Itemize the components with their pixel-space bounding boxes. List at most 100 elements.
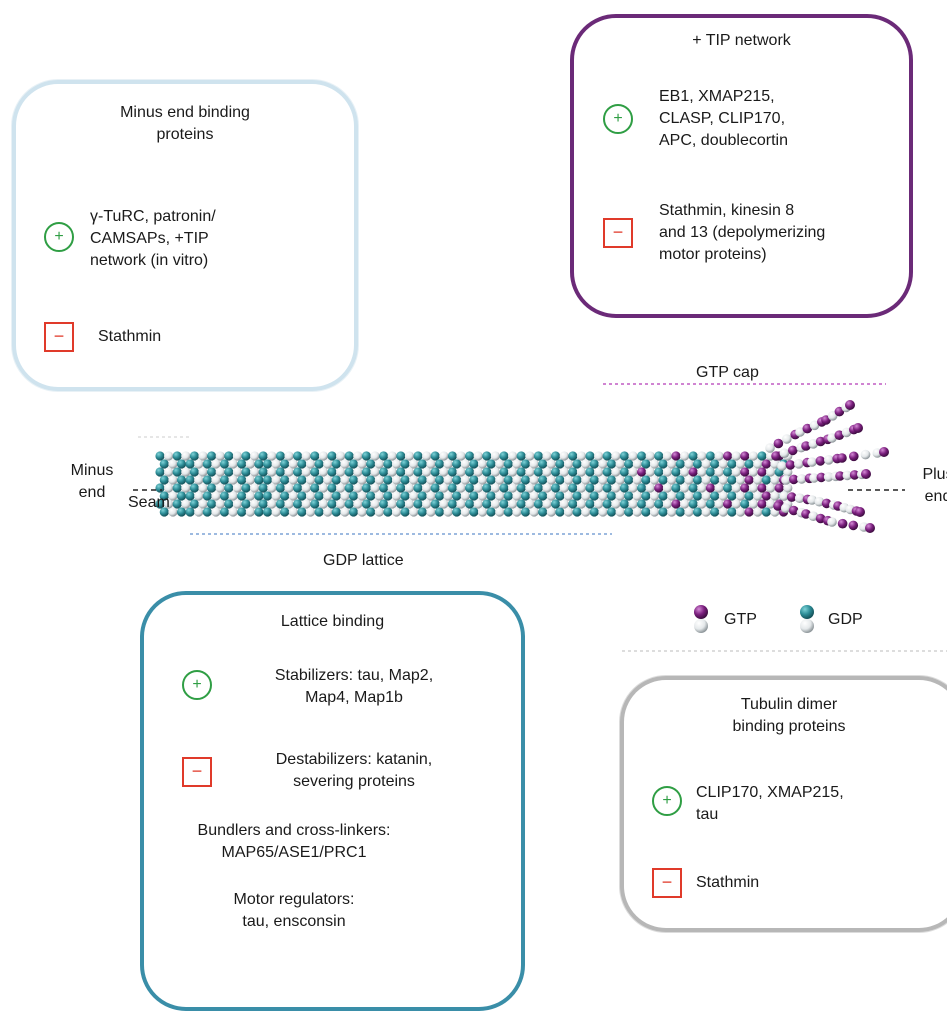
tubulin-subunit bbox=[688, 483, 698, 493]
tubulin-subunit bbox=[753, 507, 763, 517]
tubulin-subunit bbox=[671, 483, 681, 493]
tubulin-subunit bbox=[271, 491, 281, 501]
tubulin-subunit bbox=[572, 491, 582, 501]
tubulin-subunit bbox=[482, 467, 492, 477]
tubulin-subunit bbox=[422, 451, 432, 461]
tubulin-subunit bbox=[198, 451, 208, 461]
tubulin-subunit bbox=[619, 499, 630, 509]
tubulin-subunit bbox=[194, 491, 204, 501]
tubulin-subunit bbox=[589, 475, 599, 485]
gtp-legend-label: GTP bbox=[724, 611, 757, 628]
tubulin-subunit bbox=[675, 491, 685, 501]
tubulin-subunit bbox=[353, 499, 363, 509]
tubulin-subunit bbox=[667, 491, 677, 501]
tubulin-subunit bbox=[391, 507, 402, 517]
tubulin-subunit bbox=[503, 475, 513, 485]
tubulin-subunit bbox=[258, 483, 268, 493]
tubulin-subunit bbox=[602, 451, 612, 461]
tubulin-subunit bbox=[499, 483, 509, 493]
tubulin-subunit bbox=[701, 475, 711, 485]
tubulin-subunit bbox=[215, 467, 225, 477]
tubulin-subunit bbox=[323, 459, 333, 469]
tubulin-subunit bbox=[538, 491, 548, 501]
tubulin-subunit bbox=[413, 467, 423, 477]
tubulin-subunit bbox=[598, 507, 608, 517]
tubulin-subunit bbox=[439, 451, 449, 461]
tubulin-subunit bbox=[185, 491, 195, 501]
tubulin-subunit bbox=[802, 423, 813, 434]
tubulin-subunit bbox=[688, 467, 698, 477]
tubulin-subunit bbox=[211, 475, 221, 485]
tubulin-subunit bbox=[740, 467, 750, 477]
tubulin-subunit bbox=[551, 499, 561, 509]
minus-sign-icon: − bbox=[603, 218, 633, 248]
tubulin-subunit bbox=[275, 483, 285, 493]
tubulin-subunit bbox=[766, 499, 776, 509]
tubulin-subunit bbox=[305, 459, 316, 469]
tubulin-subunit bbox=[185, 459, 195, 469]
tubulin-subunit bbox=[215, 499, 225, 509]
tubulin-subunit bbox=[426, 491, 436, 501]
tubulin-subunit bbox=[155, 499, 165, 509]
tubulin-subunit bbox=[159, 459, 169, 469]
tubulin-subunit bbox=[327, 499, 337, 509]
lattice-binding-box: Lattice binding + Stabilizers: tau, Map2… bbox=[140, 591, 525, 1011]
tubulin-subunit bbox=[555, 475, 565, 485]
tubulin-subunit bbox=[189, 483, 199, 493]
tubulin-subunit bbox=[155, 451, 165, 461]
tubulin-subunit bbox=[680, 483, 690, 493]
tubulin-subunit bbox=[801, 509, 811, 519]
tubulin-subunit bbox=[417, 507, 427, 517]
tubulin-subunit bbox=[434, 507, 445, 517]
tubulin-subunit bbox=[748, 483, 759, 493]
tubulin-subunit bbox=[855, 507, 865, 517]
tubulin-subunit bbox=[348, 459, 359, 469]
tubulin-subunit bbox=[327, 483, 337, 493]
tubulin-subunit bbox=[379, 451, 389, 461]
tubulin-subunit bbox=[555, 459, 565, 469]
tubulin-subunit bbox=[808, 511, 819, 521]
tubulin-subunit bbox=[366, 459, 376, 469]
tubulin-subunit bbox=[469, 459, 479, 469]
tubulin-subunit bbox=[422, 499, 432, 509]
tubulin-subunit bbox=[533, 467, 544, 477]
tubulin-subunit bbox=[821, 498, 832, 509]
tubulin-subunit bbox=[705, 451, 716, 461]
tubulin-subunit bbox=[477, 475, 488, 485]
tubulin-subunit bbox=[581, 507, 591, 517]
tubulin-subunit bbox=[361, 467, 371, 477]
tubulin-subunit bbox=[594, 467, 604, 477]
tubulin-subunit bbox=[714, 499, 724, 509]
tubulin-subunit bbox=[194, 507, 204, 517]
tubulin-subunit bbox=[727, 491, 737, 501]
tubulin-subunit bbox=[842, 470, 853, 481]
tubulin-subunit bbox=[766, 467, 776, 477]
minus-end-stabilizers-text: γ-TuRC, patronin/ CAMSAPs, +TIP network … bbox=[90, 208, 216, 269]
tubulin-subunit bbox=[781, 503, 791, 513]
tubulin-subunit bbox=[486, 507, 496, 517]
tubulin-subunit bbox=[288, 459, 298, 469]
tubulin-subunit bbox=[581, 491, 591, 501]
tubulin-subunit bbox=[740, 451, 750, 461]
tubulin-subunit bbox=[314, 507, 324, 517]
tubulin-subunit bbox=[785, 460, 796, 470]
gdp-legend-label: GDP bbox=[828, 611, 863, 628]
tubulin-subunit bbox=[366, 475, 376, 485]
tubulin-subunit bbox=[667, 507, 677, 517]
tubulin-subunit bbox=[297, 475, 307, 485]
tubulin-subunit bbox=[426, 475, 436, 485]
tubulin-subunit bbox=[430, 499, 440, 509]
tubulin-subunit bbox=[615, 491, 625, 501]
tubulin-subunit bbox=[400, 491, 410, 501]
tubulin-subunit bbox=[774, 483, 784, 493]
tubulin-subunit bbox=[439, 467, 449, 477]
tubulin-subunit bbox=[168, 507, 178, 517]
tubulin-subunit bbox=[495, 475, 505, 485]
tubulin-subunit bbox=[773, 438, 784, 449]
tubulin-subunit bbox=[267, 451, 277, 461]
tubulin-subunit bbox=[807, 457, 817, 467]
tubulin-subunit bbox=[520, 459, 531, 469]
tubulin-subunit bbox=[452, 475, 462, 485]
tubulin-subunit bbox=[460, 491, 470, 501]
tubulin-subunit bbox=[563, 491, 574, 501]
